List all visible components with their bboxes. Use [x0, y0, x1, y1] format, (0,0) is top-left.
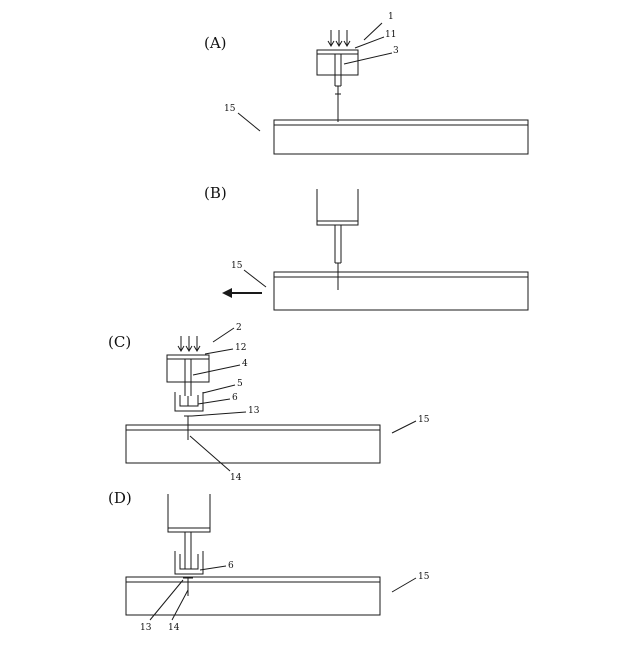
arrow-left-icon	[222, 288, 262, 298]
substrate-body	[126, 577, 380, 615]
panel-a-label: (A)	[204, 34, 227, 52]
panel-d: (D) 6 15 13 14	[108, 489, 430, 633]
callout-13: 13	[248, 406, 260, 416]
cup-6	[180, 554, 198, 569]
plate-11	[317, 50, 358, 54]
leader-13	[150, 580, 183, 620]
cup-5	[175, 551, 203, 574]
callout-15: 15	[418, 415, 430, 425]
pressure-arrows-icon	[328, 30, 350, 46]
plate	[168, 528, 210, 532]
leader-15	[238, 113, 260, 131]
leader-2	[213, 328, 234, 342]
leader-5	[203, 385, 235, 393]
dispenser-head-open	[168, 494, 210, 574]
pressure-arrows-icon	[178, 336, 200, 351]
leader-15	[392, 578, 416, 592]
plate	[317, 221, 358, 225]
callout-15: 15	[231, 261, 243, 271]
leader-6	[200, 566, 226, 570]
callout-15: 15	[418, 572, 430, 582]
panel-b: (B) 15	[204, 184, 528, 310]
dispenser-head-2	[167, 336, 209, 411]
substrate-body	[126, 425, 380, 463]
dispenser-head-open	[317, 189, 358, 290]
callout-5: 5	[237, 379, 243, 389]
cup-6	[180, 395, 198, 406]
cup-5	[175, 392, 203, 411]
callout-11: 11	[385, 30, 396, 40]
panel-c-label: (C)	[108, 333, 131, 351]
panel-d-label: (D)	[108, 489, 132, 507]
plate-12	[167, 355, 209, 359]
callout-6: 6	[232, 393, 238, 403]
panel-c: (C) 2 12 4 5	[108, 323, 430, 483]
substrate-15	[274, 120, 528, 154]
leader-3	[344, 53, 392, 64]
leader-15	[244, 270, 266, 287]
substrate-body	[274, 272, 528, 310]
substrate-15	[126, 425, 380, 463]
substrate-15	[274, 272, 528, 310]
callout-6: 6	[228, 561, 234, 571]
callout-1: 1	[388, 12, 394, 22]
callout-14: 14	[168, 623, 180, 633]
callout-3: 3	[393, 46, 399, 56]
leader-1	[364, 23, 382, 40]
leader-13	[192, 412, 246, 416]
leader-11	[355, 37, 384, 48]
leader-15	[392, 421, 416, 433]
callout-12: 12	[235, 343, 246, 353]
leader-14	[190, 436, 230, 471]
panel-a: (A) 1 11 3	[204, 12, 528, 154]
leader-4	[193, 365, 240, 375]
callout-13: 13	[140, 623, 152, 633]
callout-15: 15	[224, 104, 236, 114]
callout-14: 14	[230, 473, 242, 483]
callout-4: 4	[242, 359, 248, 369]
substrate-15	[126, 577, 380, 615]
leader-12	[205, 349, 233, 354]
callout-2: 2	[236, 323, 242, 333]
panel-b-label: (B)	[204, 184, 227, 202]
dispenser-head-1	[317, 30, 358, 122]
